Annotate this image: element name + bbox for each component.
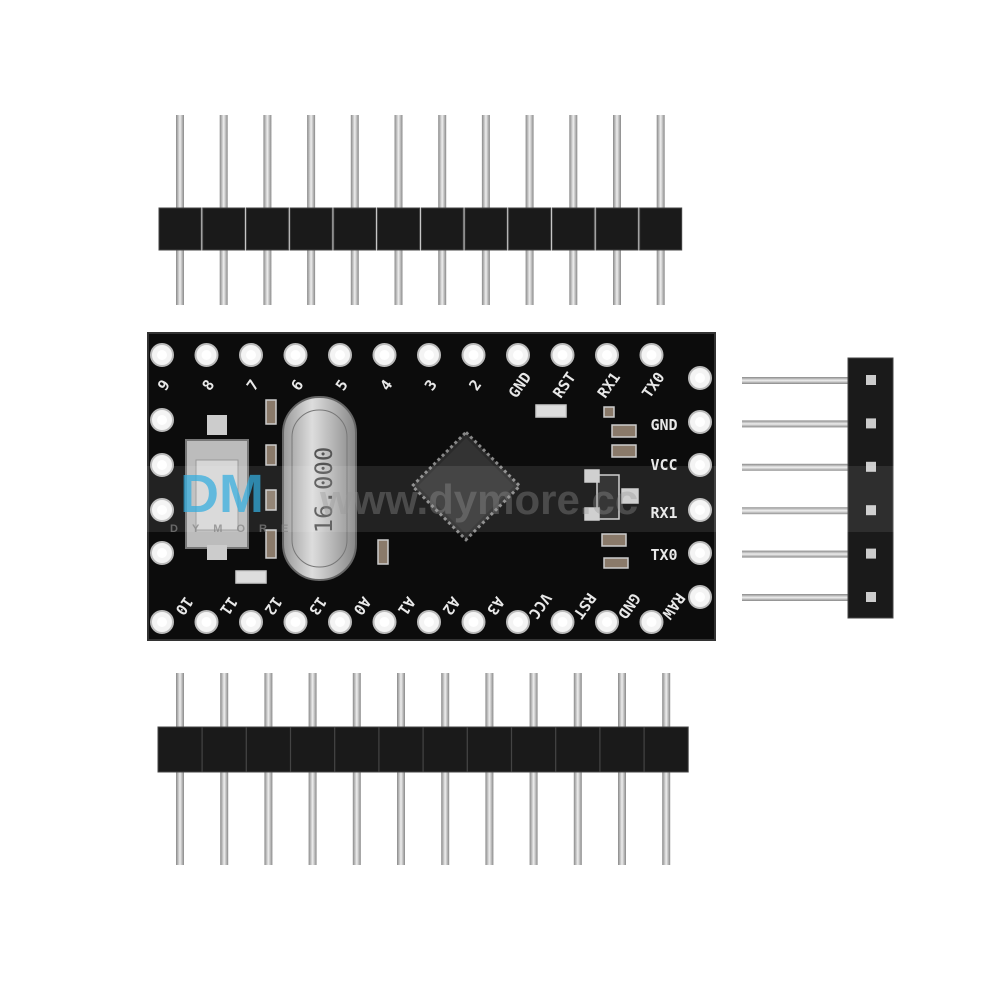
top-pin-header [158,115,683,305]
header-housing [245,726,291,773]
header-pin-tip [866,461,876,472]
header-pin-tip [866,505,876,516]
header-housing [551,207,595,251]
header-pin [742,550,854,558]
header-housing [466,726,512,773]
right-pin-label: GND [650,416,677,434]
header-housing [422,726,468,773]
header-housing [157,726,203,773]
watermark-logo: DM [180,464,264,524]
smd-components [235,399,639,584]
header-housing [420,207,464,251]
right-pin-label: TX0 [650,546,677,564]
header-housing [333,207,377,251]
header-housing [378,726,424,773]
header-pin [742,377,854,384]
header-housing [377,207,420,251]
header-pin [742,594,854,601]
header-housing [158,207,202,251]
header-pin-tip [866,592,876,602]
watermark: DM DYMORE www.dymore.cc [0,464,1000,535]
right-pin-label: RX1 [650,504,677,522]
watermark-sub: DYMORE [170,523,302,535]
header-housing [595,207,639,251]
header-housing [639,207,683,251]
header-housing [245,207,289,251]
header-housing [555,726,601,773]
right-pin-label: VCC [650,456,677,474]
header-pin [742,463,854,471]
crystal-oscillator: 16.000 [282,396,357,581]
watermark-url: www.dymore.cc [319,476,638,523]
header-housing [847,357,894,619]
microcontroller-chip [410,430,522,542]
header-housing [464,207,508,251]
header-pin [742,507,854,515]
right-angle-pin-header [742,357,894,619]
reset-button [185,415,249,560]
bottom-pin-header [157,673,689,865]
header-housing [511,726,557,773]
header-housing [643,726,689,773]
header-housing [599,726,645,773]
header-pin-tip [866,418,876,429]
header-housing [508,207,552,251]
header-housing [202,207,246,251]
header-pin-tip [866,375,876,385]
header-housing [334,726,380,773]
header-housing [201,726,247,773]
header-housing [289,207,333,251]
crystal-label: 16.000 [310,447,338,534]
header-pin-tip [866,548,876,559]
header-pin [742,420,854,428]
header-housing [290,726,336,773]
